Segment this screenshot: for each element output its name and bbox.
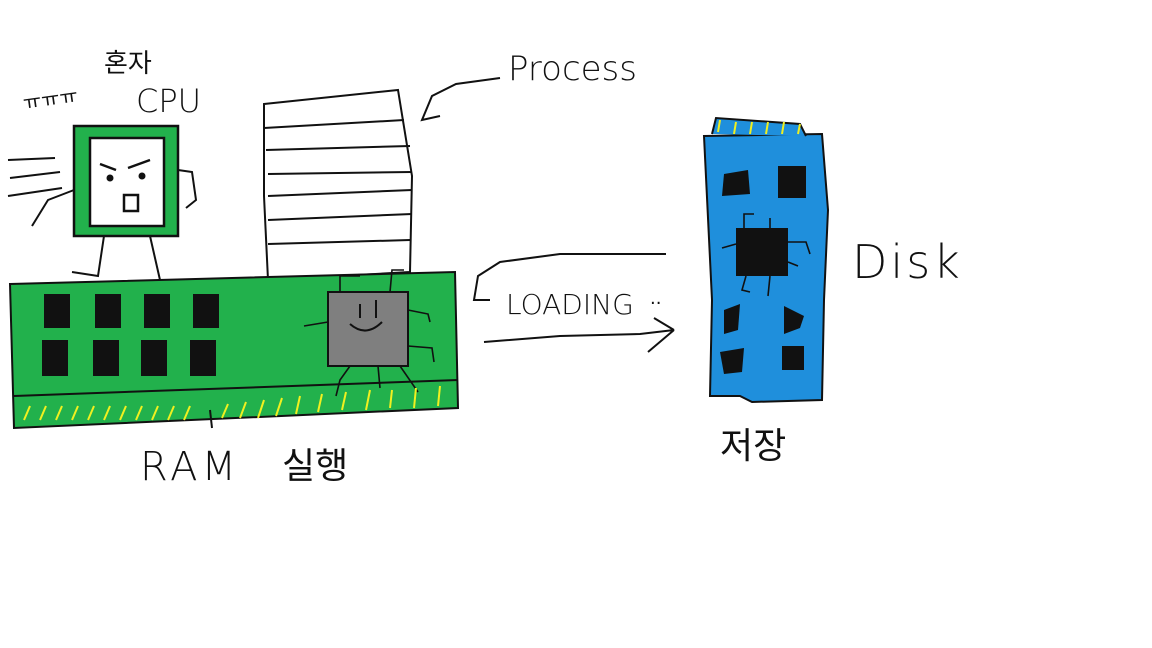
storage-label: 저장 [720, 426, 786, 467]
cpu-label: CPU [136, 82, 201, 120]
speed-lines [7, 157, 63, 197]
disk-controller-chip [736, 228, 788, 276]
process-label: Process [508, 49, 637, 89]
cpu-sweat-label: ㅠㅠㅠ [21, 84, 79, 115]
ram-label: RAM [140, 444, 240, 490]
execute-label: 실행 [282, 446, 348, 487]
process-stack [263, 88, 414, 282]
loading-arrow [483, 317, 675, 353]
cpu-face [88, 136, 166, 228]
loading-dots: .. [650, 288, 661, 309]
disk-label: Disk [852, 235, 963, 289]
disk-card [702, 116, 830, 404]
cpu-character [7, 124, 198, 281]
cpu-korean-label: 혼자 [104, 49, 152, 79]
loading-label: LOADING [506, 288, 634, 321]
ram-module [8, 269, 460, 430]
loading-top-line [472, 253, 666, 301]
ram-controller-chip [327, 291, 409, 367]
process-pointer [420, 77, 501, 122]
